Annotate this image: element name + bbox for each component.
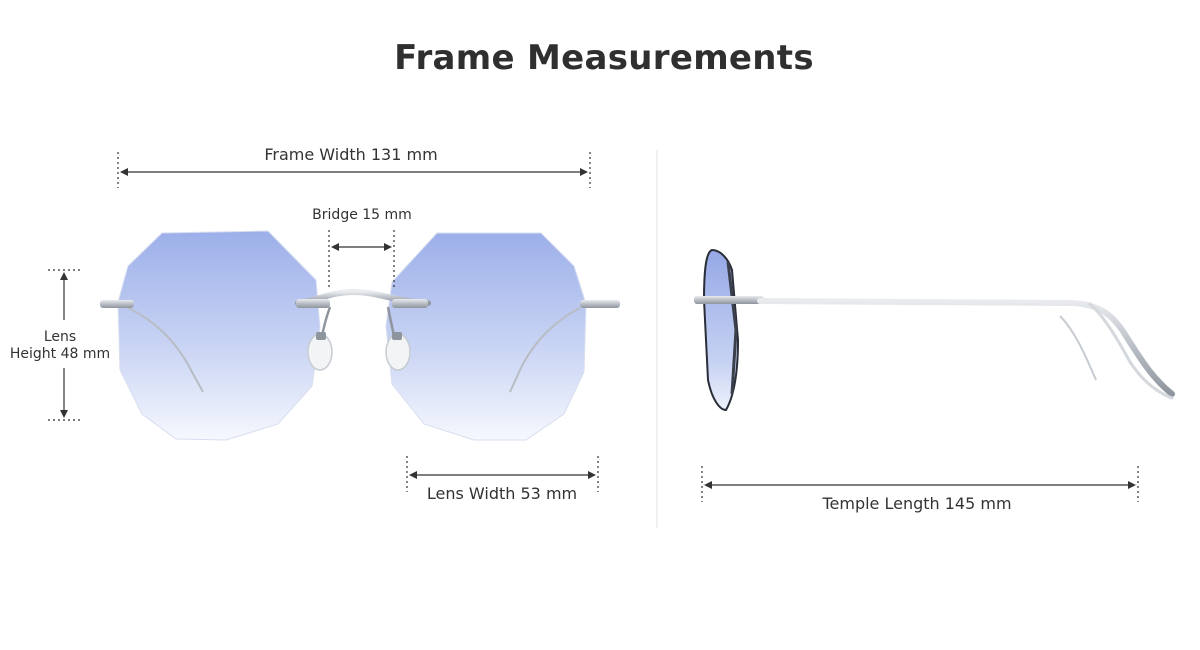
- side-lens-edge: [726, 261, 738, 395]
- right-hinge: [580, 300, 620, 308]
- lens-height-label: Lens Height 48 mm: [4, 329, 116, 363]
- side-temple-tip: [1088, 302, 1174, 400]
- bridge-arrow-right: [384, 243, 392, 251]
- left-temple-front: [127, 307, 204, 393]
- left-pad-clip: [316, 332, 326, 340]
- lens-width-label: Lens Width 53 mm: [426, 484, 578, 503]
- left-lens: [117, 230, 321, 441]
- lens-height-arrow-top: [60, 272, 68, 280]
- bridge-arrow-left: [331, 243, 339, 251]
- right-temple-front: [509, 307, 581, 393]
- lens-width-arrow-right: [588, 471, 596, 479]
- right-bridge-end: [392, 299, 428, 308]
- bridge-label: Bridge 15 mm: [312, 207, 412, 223]
- temple-length-label: Temple Length 145 mm: [822, 494, 1012, 513]
- right-pad-clip: [392, 332, 402, 340]
- side-hinge: [694, 296, 764, 304]
- lens-width-arrow-left: [409, 471, 417, 479]
- lens-height-arrow-bottom: [60, 410, 68, 418]
- left-hinge: [100, 300, 134, 308]
- frame-width-arrow-right: [580, 168, 588, 176]
- side-temple-inner: [1059, 315, 1097, 381]
- lens-height-label-line1: Lens: [43, 329, 77, 345]
- side-temple-arm: [757, 298, 1175, 397]
- right-lens: [385, 232, 587, 441]
- temple-length-arrow-left: [704, 481, 712, 489]
- frame-width-arrow-left: [120, 168, 128, 176]
- temple-length-arrow-right: [1128, 481, 1136, 489]
- page-title: Frame Measurements: [394, 38, 814, 78]
- left-bridge-end: [296, 299, 330, 308]
- frame-width-label: Frame Width 131 mm: [264, 145, 438, 164]
- lens-height-label-line2: Height 48 mm: [9, 346, 111, 362]
- left-pad-arm: [320, 306, 332, 337]
